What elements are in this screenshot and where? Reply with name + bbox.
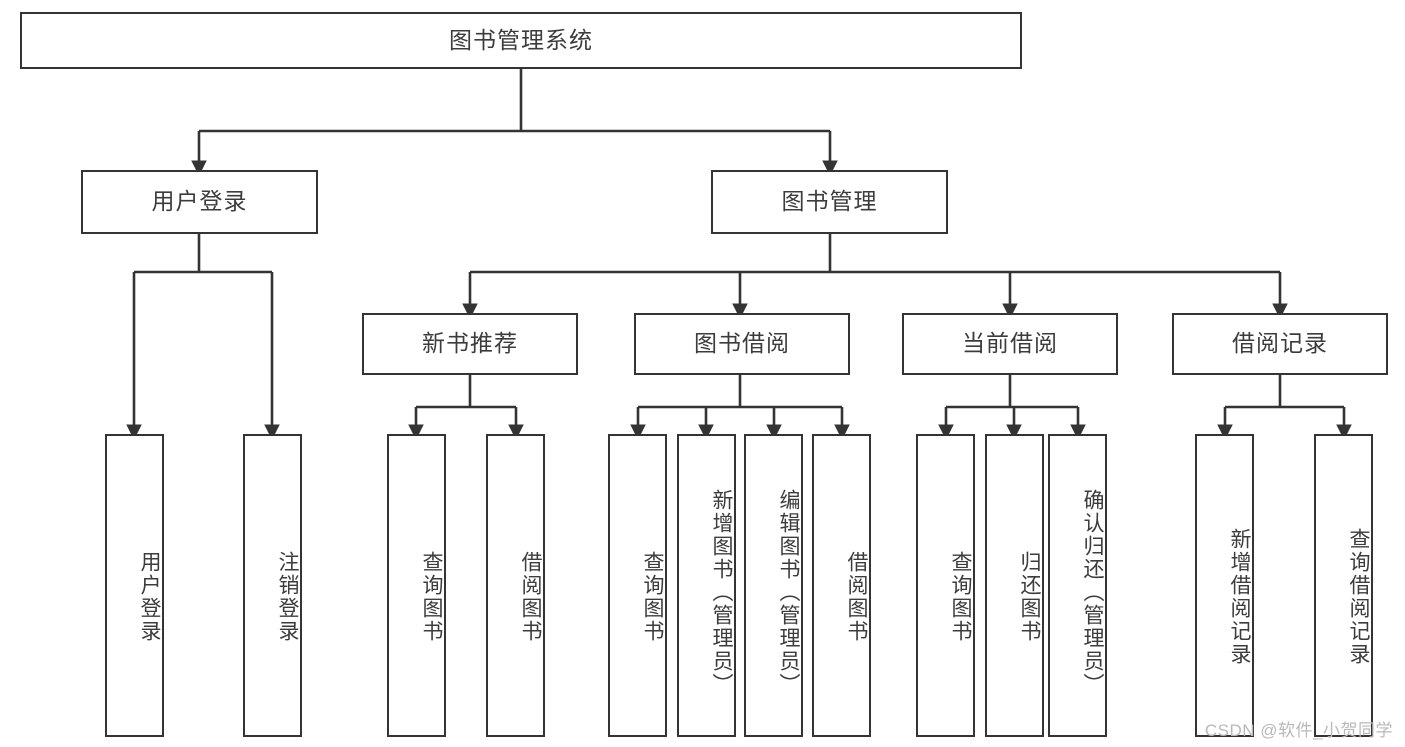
node-label: 归还图书 (1018, 550, 1041, 643)
node-book-management[interactable]: 图书管理 (711, 170, 948, 234)
node-label: 查询图书 (641, 550, 664, 643)
node-label: 查询图书 (949, 550, 972, 643)
node-label: 当前借阅 (962, 330, 1058, 357)
node-borrow-record[interactable]: 借阅记录 (1172, 313, 1388, 375)
node-book-borrow[interactable]: 图书借阅 (634, 313, 850, 375)
watermark: CSDN @软件_小贺同学 (1204, 721, 1393, 740)
node-root-book-management-system[interactable]: 图书管理系统 (20, 12, 1022, 69)
node-label: 查询借阅记录 (1347, 527, 1370, 666)
node-label: 确认归还（管理员） (1081, 489, 1104, 696)
node-label: 新增借阅记录 (1228, 527, 1251, 666)
node-new-book-recommendation[interactable]: 新书推荐 (362, 313, 578, 375)
node-label: 借阅记录 (1232, 330, 1328, 357)
node-label: 查询图书 (420, 550, 443, 643)
leaf-query-book-current[interactable]: 查询图书 (916, 434, 975, 737)
node-label: 用户登录 (138, 550, 161, 643)
node-label: 借阅图书 (845, 550, 868, 643)
node-current-borrow[interactable]: 当前借阅 (902, 313, 1118, 375)
leaf-query-borrow-record[interactable]: 查询借阅记录 (1314, 434, 1373, 737)
node-label: 新书推荐 (422, 330, 518, 357)
node-label: 借阅图书 (519, 550, 542, 643)
leaf-query-book-new-book[interactable]: 查询图书 (387, 434, 446, 737)
node-label: 新增图书（管理员） (710, 489, 733, 696)
leaf-user-logout[interactable]: 注销登录 (243, 434, 302, 737)
node-label: 注销登录 (276, 550, 299, 643)
leaf-confirm-return-admin[interactable]: 确认归还（管理员） (1048, 434, 1107, 737)
node-label: 编辑图书（管理员） (777, 489, 800, 696)
leaf-query-book-borrow[interactable]: 查询图书 (608, 434, 667, 737)
node-label: 图书管理 (781, 188, 878, 215)
node-label: 图书借阅 (694, 330, 790, 357)
leaf-add-borrow-record[interactable]: 新增借阅记录 (1195, 434, 1254, 737)
leaf-user-login[interactable]: 用户登录 (105, 434, 164, 737)
node-label: 图书管理系统 (449, 26, 593, 53)
leaf-add-book-admin[interactable]: 新增图书（管理员） (677, 434, 736, 737)
leaf-borrow-book-new-book[interactable]: 借阅图书 (486, 434, 545, 737)
node-user-login[interactable]: 用户登录 (81, 170, 318, 234)
leaf-borrow-book-borrow[interactable]: 借阅图书 (812, 434, 871, 737)
node-label: 用户登录 (151, 188, 248, 215)
leaf-edit-book-admin[interactable]: 编辑图书（管理员） (744, 434, 803, 737)
leaf-return-book[interactable]: 归还图书 (985, 434, 1044, 737)
